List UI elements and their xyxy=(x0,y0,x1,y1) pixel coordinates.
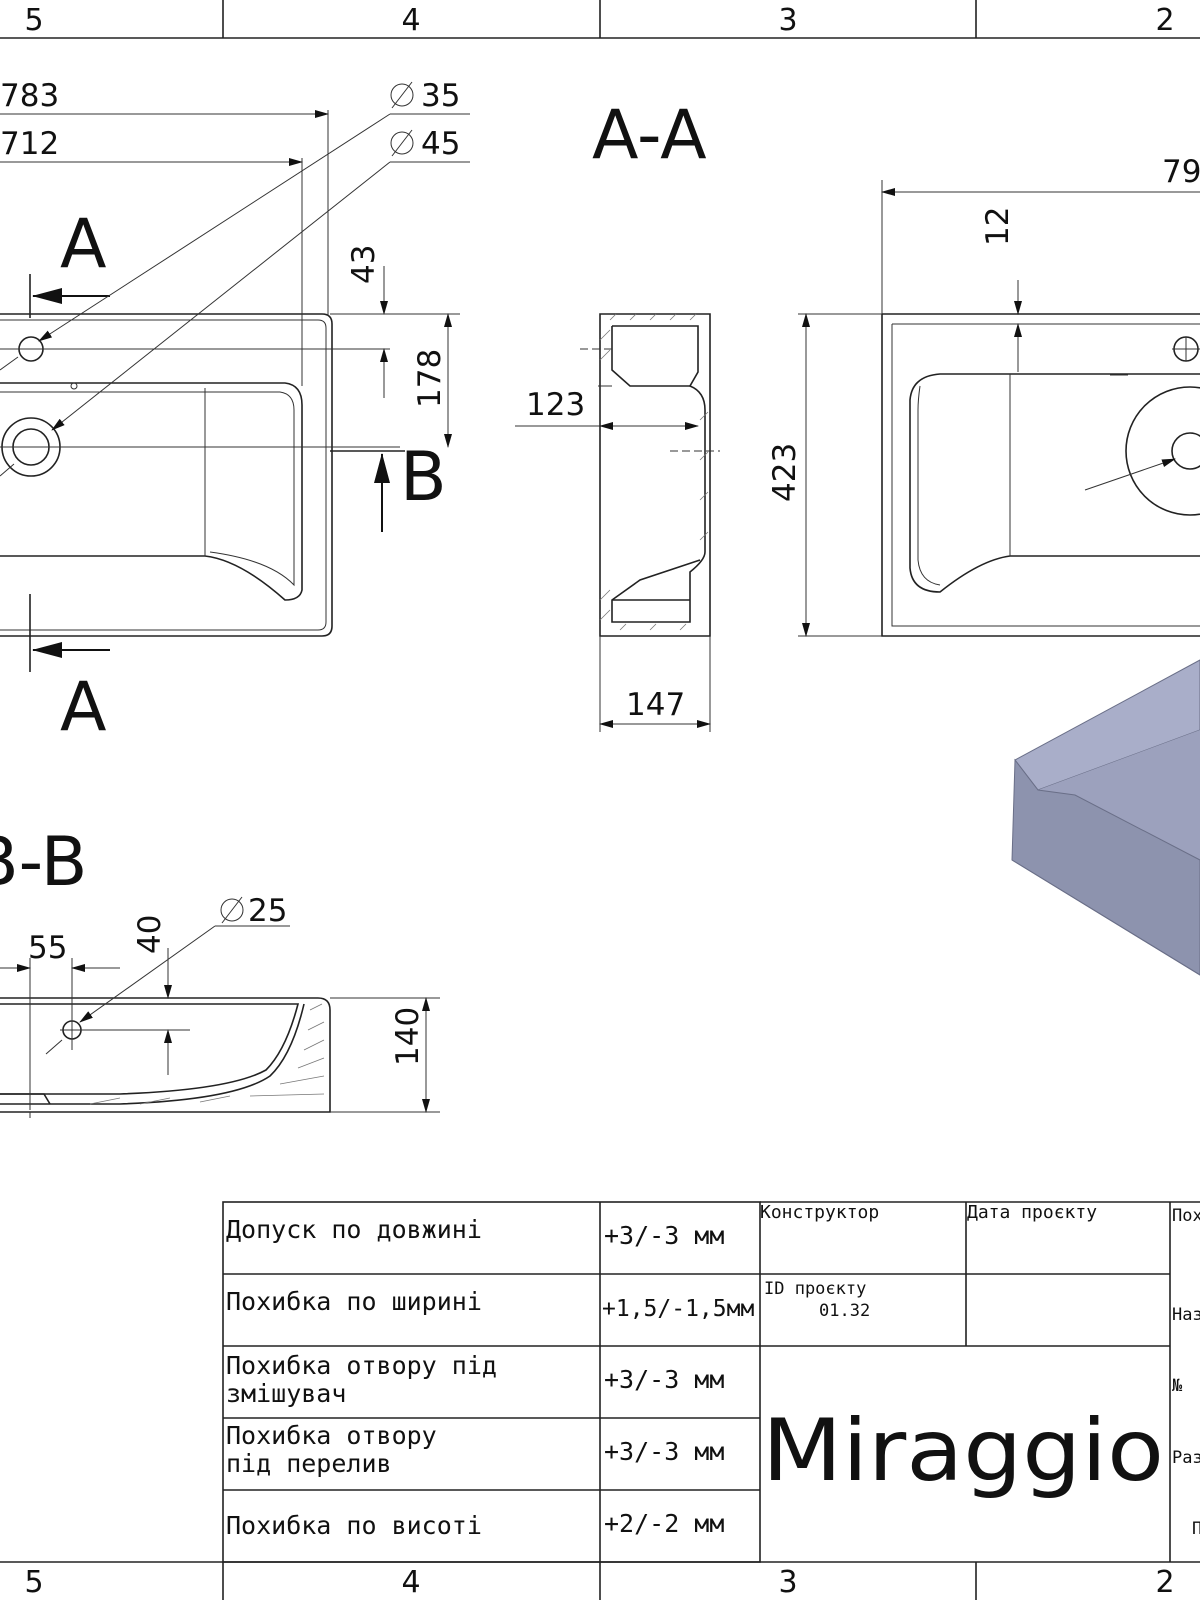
tolerance-value-overflow-hole: +3/-3 мм xyxy=(604,1437,724,1466)
dim-40: 40 xyxy=(132,915,168,954)
tolerance-value-width: +1,5/-1,5мм xyxy=(602,1296,754,1322)
plan-view xyxy=(0,110,470,672)
zone-bottom-3: 3 xyxy=(778,1565,797,1600)
project-date-label: Дата проєкту xyxy=(967,1202,1097,1223)
designer-label: Конструктор xyxy=(760,1202,879,1223)
section-bb-title: B-B xyxy=(0,823,87,902)
dim-79: 79 xyxy=(1162,154,1200,190)
basin-3d-render xyxy=(1011,659,1200,976)
zone-bottom-2: 2 xyxy=(1155,1565,1174,1600)
section-aa-title: A-A xyxy=(592,96,707,175)
tolerance-label-overflow-hole-2: під перелив xyxy=(226,1449,392,1478)
zone-top-5: 5 xyxy=(24,3,43,38)
zone-bottom-4: 4 xyxy=(401,1565,420,1600)
tolerance-label-width: Похибка по ширині xyxy=(226,1287,482,1316)
tolerance-table xyxy=(222,1201,761,1563)
title-right-label-4: Раз xyxy=(1172,1448,1200,1468)
project-id-value: 01.32 xyxy=(819,1301,870,1321)
tolerance-value-mixer-hole: +3/-3 мм xyxy=(604,1365,724,1394)
title-block xyxy=(760,1201,1200,1562)
drain-outer-icon xyxy=(1125,386,1200,516)
dim-dia-35: 35 xyxy=(421,78,460,114)
tolerance-label-mixer-hole: Похибка отвору під xyxy=(226,1351,497,1380)
diameter-icon xyxy=(390,83,414,107)
title-right-label-1: Пох xyxy=(1172,1206,1200,1226)
dim-43: 43 xyxy=(346,245,382,284)
zone-top-2: 2 xyxy=(1155,3,1174,38)
tolerance-value-height: +2/-2 мм xyxy=(604,1509,724,1538)
dim-55: 55 xyxy=(28,930,67,966)
top-view xyxy=(798,180,1200,637)
section-bb-view xyxy=(0,925,440,1118)
title-right-label-5: П xyxy=(1192,1519,1200,1539)
dim-783: 783 xyxy=(0,78,59,114)
section-a-top-label: A xyxy=(60,205,107,284)
tolerance-label-mixer-hole-2: змішувач xyxy=(226,1379,346,1408)
dim-147: 147 xyxy=(626,687,685,723)
dim-140: 140 xyxy=(390,1007,426,1066)
tolerance-label-height: Похибка по висоті xyxy=(226,1511,482,1540)
diameter-icon xyxy=(220,898,244,922)
section-a-bottom-label: A xyxy=(60,668,107,747)
tolerance-label-overflow-hole: Похибка отвору xyxy=(226,1421,437,1450)
brand-logo: Miraggio xyxy=(762,1401,1164,1501)
dim-dia-45: 45 xyxy=(421,126,460,162)
tolerance-label-length: Допуск по довжині xyxy=(226,1215,482,1244)
title-right-label-2: Наз xyxy=(1172,1305,1200,1325)
tolerance-value-length: +3/-3 мм xyxy=(604,1221,724,1250)
dim-178: 178 xyxy=(412,349,448,408)
zone-top-4: 4 xyxy=(401,3,420,38)
dim-712: 712 xyxy=(0,126,59,162)
dim-12: 12 xyxy=(980,207,1016,246)
zone-top-3: 3 xyxy=(778,3,797,38)
diameter-icon xyxy=(390,131,414,155)
drain-inner-icon xyxy=(1171,432,1200,470)
zone-bottom-5: 5 xyxy=(24,1565,43,1600)
dim-123: 123 xyxy=(526,387,585,423)
title-right-label-3: № xyxy=(1172,1376,1183,1396)
project-id-label: ID проєкту xyxy=(764,1279,866,1299)
dim-423: 423 xyxy=(767,443,803,502)
section-aa-view xyxy=(515,313,720,732)
section-b-marker-label: B xyxy=(400,438,447,517)
dim-dia-25: 25 xyxy=(248,893,287,929)
